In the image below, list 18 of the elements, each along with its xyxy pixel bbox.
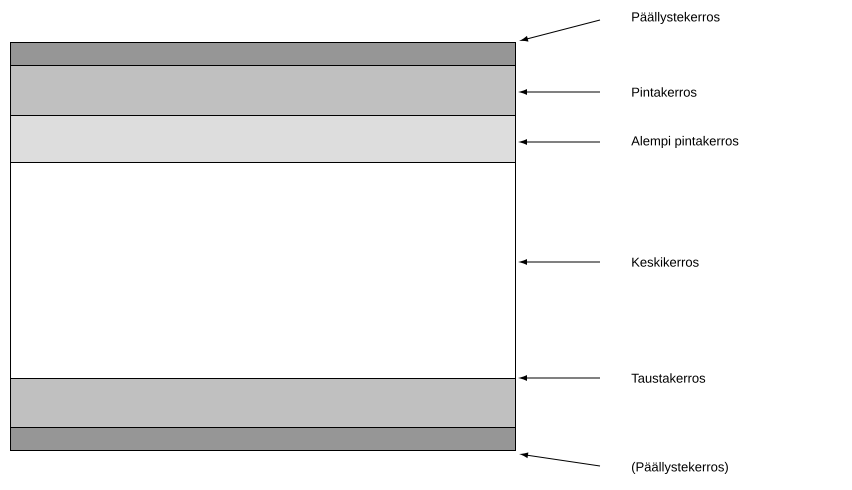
layer-band <box>10 162 516 379</box>
layer-label: (Päällystekerros) <box>632 462 728 474</box>
layer-band <box>10 378 516 428</box>
leader-arrow <box>520 259 600 265</box>
leader-arrow <box>520 139 600 145</box>
layer-label: Keskikerros <box>632 257 699 267</box>
leader-arrow <box>520 89 600 95</box>
layer-label: Päällystekerros <box>632 12 720 24</box>
layer-band <box>10 115 516 163</box>
layer-label: Taustakerros <box>632 373 706 383</box>
leader-arrow <box>520 452 600 466</box>
layer-band <box>10 42 516 66</box>
layer-band <box>10 427 516 451</box>
layer-band <box>10 65 516 116</box>
leader-arrow <box>520 20 600 42</box>
layer-label: Alempi pintakerros <box>631 136 738 148</box>
layer-label: Pintakerros <box>632 87 696 97</box>
leader-arrow <box>520 375 600 381</box>
